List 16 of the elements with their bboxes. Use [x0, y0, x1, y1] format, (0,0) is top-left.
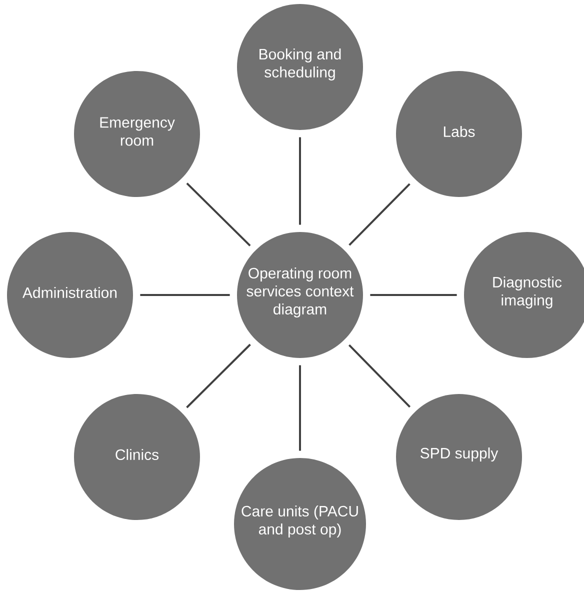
- connector-line: [348, 344, 411, 408]
- connector-line: [140, 294, 230, 296]
- connector-line: [370, 294, 457, 296]
- circle-node: Emergency room: [74, 71, 200, 197]
- connector-line: [348, 183, 410, 246]
- circle-node: Booking and scheduling: [237, 4, 363, 130]
- connector-line: [186, 182, 251, 246]
- circle-node: Labs: [396, 71, 522, 197]
- connector-line: [299, 137, 301, 225]
- circle-node: Administration: [7, 232, 133, 358]
- circle-node: SPD supply: [396, 394, 522, 520]
- circle-node: Clinics: [74, 394, 200, 520]
- circle-node: Operating room services context diagram: [237, 232, 363, 358]
- connector-line: [299, 365, 301, 451]
- connector-line: [186, 344, 251, 408]
- circle-node: Care units (PACU and post op): [234, 458, 366, 590]
